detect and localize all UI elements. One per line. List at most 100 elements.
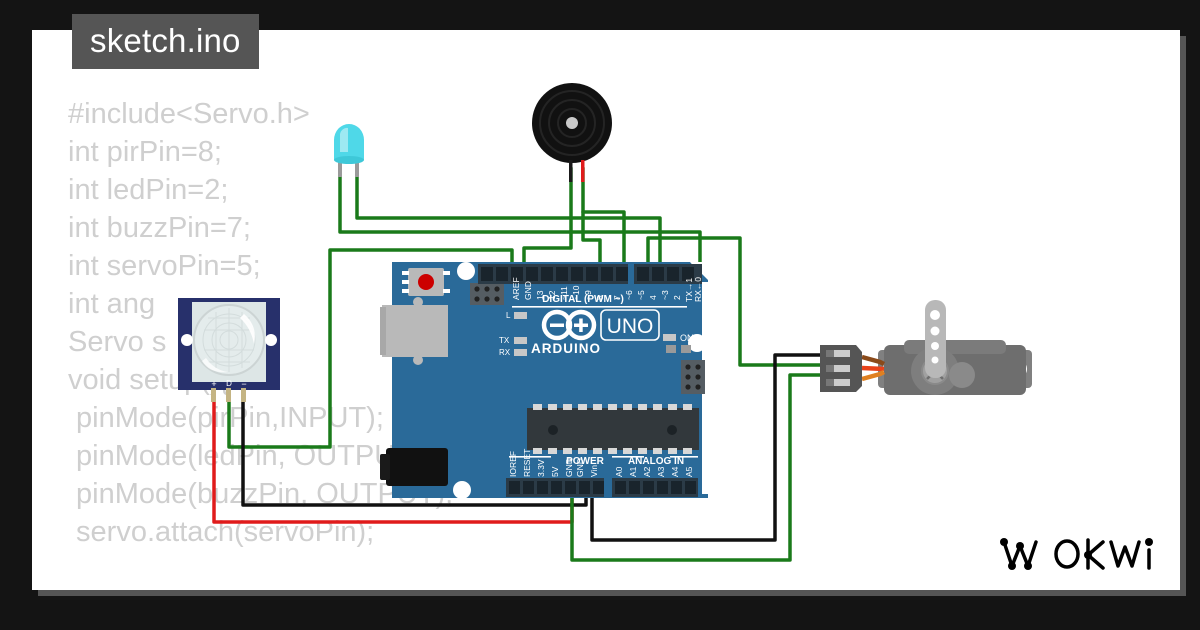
digital-group-label: DIGITAL (PWM ~) <box>542 294 624 305</box>
svg-text:A4: A4 <box>670 466 680 477</box>
microcontroller-chip <box>527 404 699 454</box>
reset-button-lead <box>402 271 409 275</box>
buzzer-ring <box>539 90 605 156</box>
pir-pin-leg[interactable] <box>226 388 231 402</box>
servo-horn <box>925 300 946 378</box>
svg-text:GND: GND <box>523 281 533 300</box>
wire-buzzer-neg[interactable] <box>522 166 573 274</box>
svg-text:13: 13 <box>535 290 545 300</box>
servo-horn-hole <box>930 310 940 320</box>
svg-text:Vin: Vin <box>589 465 599 477</box>
digital-pin-sockets[interactable] <box>481 267 694 281</box>
wire-servo-power[interactable] <box>570 373 822 562</box>
wire-led-cathode[interactable] <box>355 170 662 274</box>
icsp-header-2 <box>470 283 504 305</box>
servo-motor[interactable] <box>820 300 1032 395</box>
led-tx <box>514 337 527 344</box>
power-analog-sockets[interactable] <box>509 481 696 494</box>
svg-text:IOREF: IOREF <box>508 451 518 477</box>
led-label-on: ON <box>680 333 694 343</box>
svg-text:2: 2 <box>672 295 682 300</box>
svg-text:~5: ~5 <box>636 290 646 300</box>
svg-text:~3: ~3 <box>660 290 670 300</box>
wire-buzzer-alt[interactable] <box>581 210 626 274</box>
svg-text:RESET: RESET <box>522 449 532 477</box>
svg-text:7: 7 <box>612 295 622 300</box>
wire-servo-gnd[interactable] <box>590 353 822 542</box>
pir-pin-label-d: D <box>226 379 232 388</box>
wire-pir-data[interactable] <box>227 248 514 449</box>
wokwi-logo <box>1000 538 1153 570</box>
servo-connector-pin <box>826 365 850 372</box>
pir-motion-sensor[interactable]: + D − <box>178 298 280 402</box>
buzzer-ring <box>548 99 596 147</box>
pir-pin-leg[interactable] <box>241 388 246 402</box>
digital-pin-labels: AREF GND 13 12 ~11 ~10 ~9 8 7 ~6 ~5 4 ~3… <box>511 277 703 302</box>
pir-mount-hole <box>265 334 277 346</box>
wire-pir-gnd[interactable] <box>241 388 588 507</box>
wire-servo-signal[interactable] <box>646 236 822 367</box>
servo-cable-orange <box>861 369 886 382</box>
led-body <box>334 124 364 160</box>
svg-text:3.3V: 3.3V <box>536 459 546 477</box>
pir-dome-highlight <box>240 314 255 344</box>
svg-text:5V: 5V <box>550 466 560 477</box>
icsp-header-1 <box>681 360 705 394</box>
uno-badge-box <box>600 309 660 341</box>
arduino-logo <box>541 309 597 341</box>
analog-group-label: ANALOG IN <box>628 456 684 467</box>
file-tab[interactable]: sketch.ino <box>72 14 259 69</box>
arduino-silk-brand: ARDUINO <box>531 341 601 356</box>
arduino-silk-model: UNO <box>607 315 654 338</box>
reset-button-cap[interactable] <box>418 274 434 290</box>
icsp-pads <box>681 345 691 353</box>
led-label-l: L <box>506 311 511 320</box>
svg-text:12: 12 <box>547 290 557 300</box>
svg-text:~10: ~10 <box>571 285 581 300</box>
pir-dome-highlight-2 <box>202 358 228 373</box>
wire-buzzer-pos[interactable] <box>581 166 602 274</box>
mount-hole <box>457 262 475 280</box>
servo-cable-brown <box>861 354 886 367</box>
svg-text:RX←0: RX←0 <box>693 277 703 302</box>
svg-text:A3: A3 <box>656 466 666 477</box>
pir-pin-label-plus: + <box>211 379 216 389</box>
led[interactable] <box>334 124 364 177</box>
reset-button-lead <box>443 289 450 293</box>
svg-text:A2: A2 <box>642 466 652 477</box>
power-jack-sleeve <box>380 454 390 480</box>
buzzer-lead-neg <box>569 160 573 182</box>
led-l <box>514 312 527 319</box>
reset-button-lead <box>402 280 409 284</box>
led-label-tx: TX <box>499 336 510 345</box>
power-group-rule <box>509 456 551 458</box>
wire-led-anode[interactable] <box>338 170 702 274</box>
power-jack <box>386 448 448 486</box>
servo-cable-red <box>861 365 885 372</box>
svg-text:4: 4 <box>648 295 658 300</box>
reset-button-lead <box>402 289 409 293</box>
led-label-rx: RX <box>499 348 511 357</box>
usb-tab <box>413 297 423 307</box>
led-body-base <box>334 156 364 164</box>
pir-fresnel-pattern <box>202 308 256 372</box>
svg-text:GND: GND <box>564 458 574 477</box>
power-group-label: POWER <box>566 456 605 467</box>
servo-connector-pin-dark <box>826 379 834 386</box>
servo-connector-pin-dark <box>826 350 834 357</box>
buzzer[interactable] <box>532 83 612 182</box>
svg-text:~9: ~9 <box>583 290 593 300</box>
buzzer-hole <box>566 117 578 129</box>
icsp-pads <box>666 345 676 353</box>
svg-text:~6: ~6 <box>624 290 634 300</box>
mount-hole <box>453 481 471 499</box>
svg-text:AREF: AREF <box>511 277 521 300</box>
usb-tab <box>413 355 423 365</box>
led-on <box>663 334 676 341</box>
pir-mount-hole <box>181 334 193 346</box>
svg-text:TX→1: TX→1 <box>684 278 694 302</box>
led-highlight <box>340 127 348 152</box>
pir-pin-leg[interactable] <box>211 388 216 402</box>
arduino-uno-board[interactable]: AREF GND 13 12 ~11 ~10 ~9 8 7 ~6 ~5 4 ~3… <box>380 262 708 499</box>
